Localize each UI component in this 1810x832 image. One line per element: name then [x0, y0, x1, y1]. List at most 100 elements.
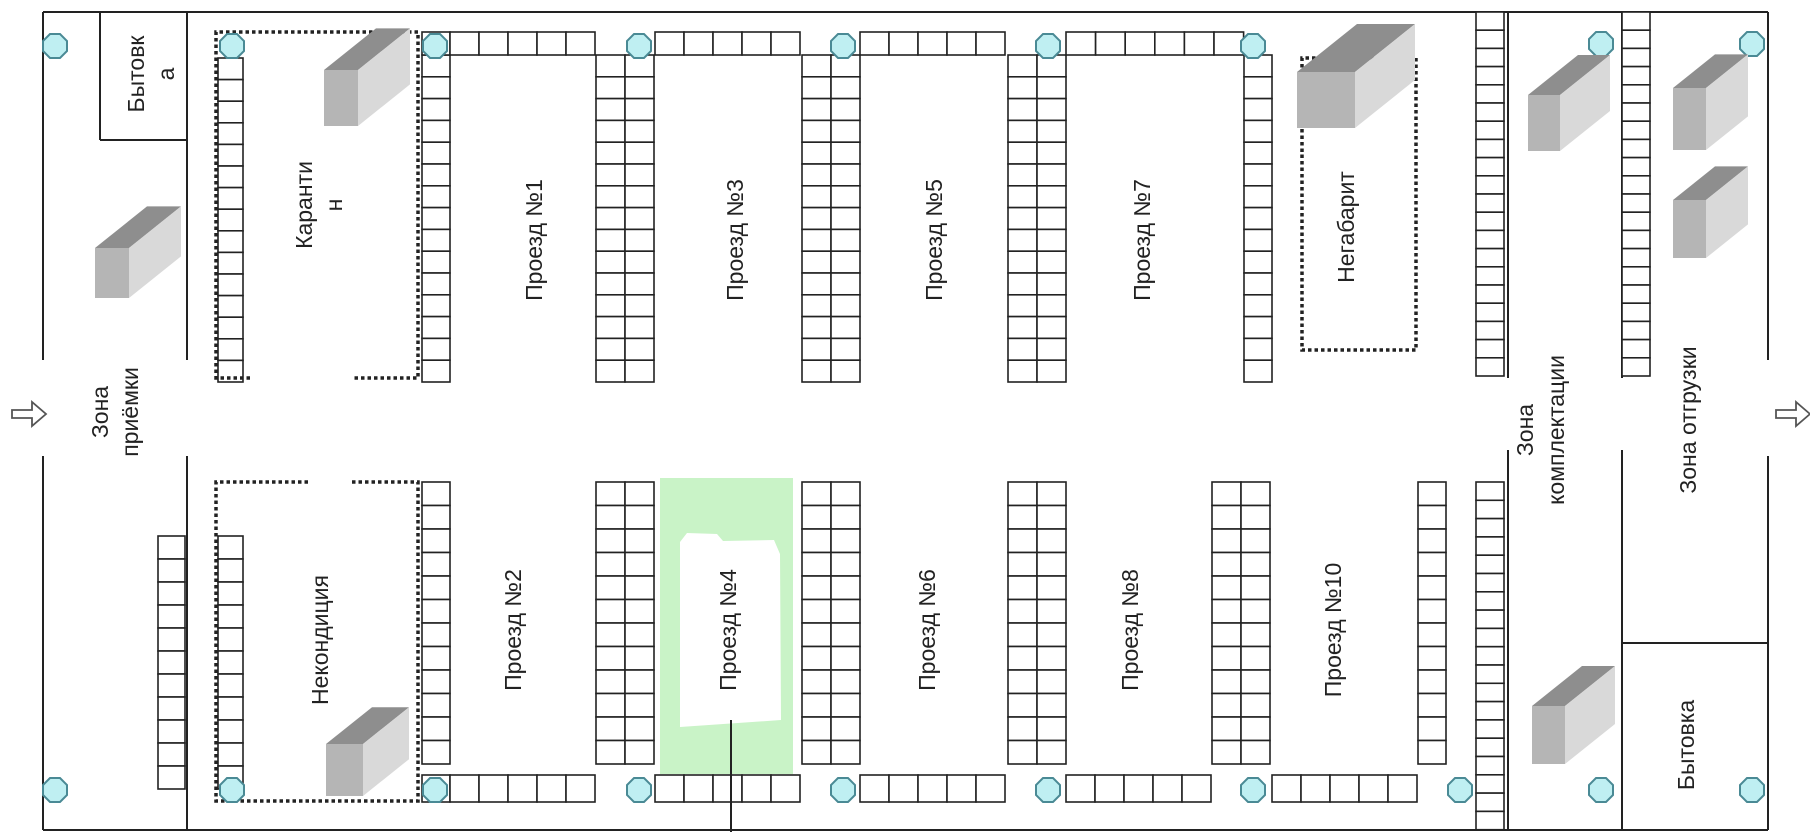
rack-cell	[1417, 504, 1447, 530]
rack-cell	[1036, 97, 1067, 122]
rack-cell	[421, 504, 451, 530]
rack-cell	[683, 31, 714, 56]
rack-cell	[1621, 84, 1651, 104]
rack-cell	[217, 696, 244, 721]
rack-cell	[624, 315, 655, 340]
rack-cell	[1417, 598, 1447, 624]
rack-cell	[1036, 669, 1067, 695]
rack-cell	[157, 696, 186, 721]
rack-cell	[1475, 627, 1505, 648]
nonconforming-dotted-border	[214, 480, 420, 803]
rack-cell	[595, 739, 626, 765]
pallet-box-picking-bottom	[1532, 666, 1615, 764]
label-oversize: Негабарит	[1333, 171, 1359, 283]
rack-top-5	[1243, 54, 1273, 383]
box-front-face	[1532, 706, 1565, 764]
rack-cell	[1036, 504, 1067, 530]
rack-cell	[1036, 551, 1067, 577]
rack-cell	[830, 293, 861, 318]
rack-top-row-4	[1065, 31, 1245, 56]
rack-cell	[478, 774, 509, 803]
column-octagon-icon	[42, 33, 68, 59]
pallet-box-oversize	[1297, 24, 1415, 128]
rack-cell	[421, 692, 451, 718]
rack-cell	[946, 774, 977, 803]
rack-cell	[565, 31, 596, 56]
box-top-face	[1528, 55, 1610, 95]
rack-cell	[1036, 315, 1067, 340]
label-aisle-6: Проезд №6	[914, 569, 940, 691]
rack-cell	[975, 774, 1006, 803]
rack-bottom-row-2	[654, 774, 801, 803]
rack-cell	[801, 250, 832, 274]
rack-cell	[1475, 247, 1505, 268]
rack-cell	[1240, 692, 1271, 718]
rack-cell	[1240, 551, 1271, 577]
rack-cell	[217, 143, 244, 167]
rack-cell	[1243, 76, 1273, 100]
rack-cell	[830, 669, 861, 695]
rack-cell	[421, 141, 451, 165]
rack-top-3	[801, 54, 861, 383]
rack-cell	[217, 294, 244, 319]
box-front-face	[1297, 72, 1355, 128]
rack-cell	[1475, 11, 1505, 32]
rack-cell	[917, 774, 948, 803]
rack-cell	[1475, 499, 1505, 520]
box-side-face	[1706, 166, 1748, 258]
rack-cell	[536, 31, 567, 56]
rack-cell	[830, 119, 861, 144]
box-front-face	[95, 248, 129, 298]
rack-cell	[1475, 102, 1505, 123]
pallet-boxes	[95, 24, 1748, 796]
rack-cell	[830, 206, 861, 231]
rack-cell	[1240, 598, 1271, 624]
rack-cell	[888, 31, 919, 56]
rack-cell	[741, 31, 772, 56]
label-staff-room-top: Бытовк а	[123, 35, 179, 113]
box-top-face	[326, 707, 409, 744]
rack-cell	[1475, 554, 1505, 575]
rack-cell	[157, 719, 186, 744]
rack-cell	[421, 622, 451, 648]
rack-cell	[830, 185, 861, 209]
rack-cell	[1621, 338, 1651, 359]
rack-cell	[1007, 692, 1038, 718]
rack-cell	[449, 31, 480, 56]
column-octagon-icon	[626, 33, 652, 59]
rack-cell	[421, 669, 451, 695]
rack-cell	[1036, 272, 1067, 296]
rack-cell	[1007, 528, 1038, 554]
rack-cell	[801, 163, 832, 187]
rack-cell	[1036, 528, 1067, 554]
rack-cell	[975, 31, 1006, 56]
rack-cell	[830, 272, 861, 296]
rack-cell	[157, 673, 186, 698]
rack-cell	[712, 774, 743, 803]
rack-cell	[1007, 228, 1038, 252]
box-top-face	[95, 206, 181, 248]
column-octagon-icon	[1240, 777, 1266, 803]
rack-cell	[1240, 645, 1271, 671]
rack-cell	[801, 504, 832, 530]
column-octagon-icon	[1035, 33, 1061, 59]
rack-bottom-row-5	[1271, 774, 1418, 803]
rack-cell	[1621, 320, 1651, 341]
rack-cell	[1211, 622, 1242, 648]
rack-cell	[595, 645, 626, 671]
zone-labels: Проезд №1 Проезд №3 Проезд №5 Проезд №7 …	[87, 35, 1701, 791]
rack-cell	[1621, 47, 1651, 68]
rack-cell	[421, 575, 451, 601]
rack-cell	[1094, 774, 1125, 803]
pallet-box-nonconforming	[326, 707, 409, 796]
rack-cell	[1243, 337, 1273, 361]
rack-cell	[801, 54, 832, 78]
rack-cell	[801, 315, 832, 340]
rack-cell	[624, 337, 655, 361]
rack-cell	[217, 100, 244, 124]
rack-cell	[830, 359, 861, 383]
rack-cell	[624, 716, 655, 742]
rack-bottom-row-1	[449, 774, 596, 803]
rack-cell	[1475, 664, 1505, 685]
rack-cell	[1007, 481, 1038, 507]
